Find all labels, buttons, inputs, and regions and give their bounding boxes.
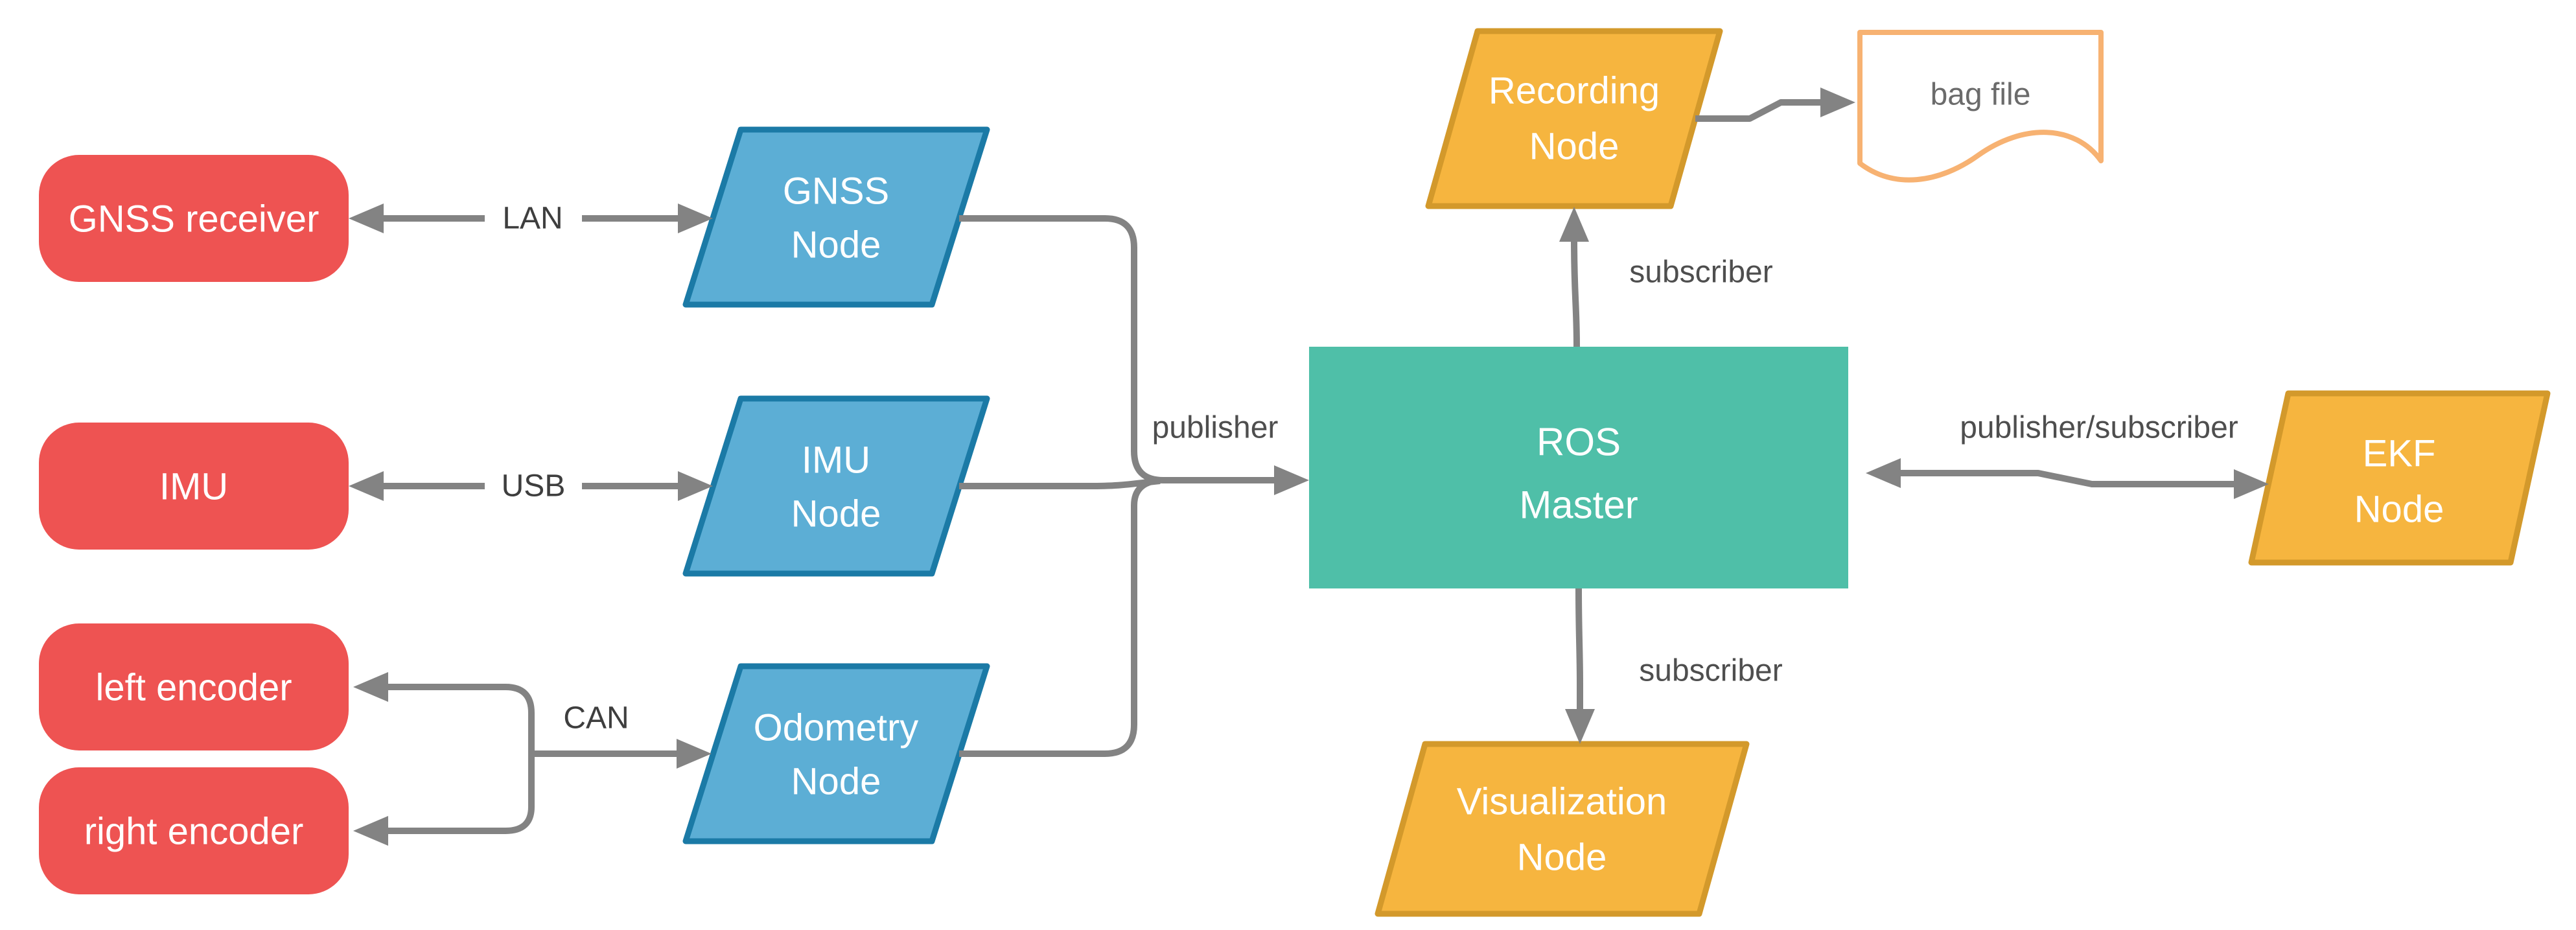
connector-publisher-subscriber: publisher/subscriber <box>1866 411 2269 499</box>
bag-file-shape <box>1857 30 2104 183</box>
ekf-node-label-line2: Node <box>2354 489 2444 531</box>
lan-label-bg <box>485 194 582 242</box>
imu-node-label-line2: Node <box>791 493 881 535</box>
gnss-node-label-line1: GNSS <box>783 170 889 213</box>
ros-master-label-line1: ROS <box>1537 421 1621 464</box>
ros-master-shape <box>1309 347 1848 588</box>
recording-node-label-line1: Recording <box>1489 70 1660 112</box>
node-ekf-node: EKF Node <box>2248 390 2551 566</box>
node-imu-node: IMU Node <box>682 395 990 577</box>
can-branch-right-encoder <box>353 754 535 846</box>
publisher-branch-odometry <box>959 477 1161 757</box>
lan-label: LAN <box>502 202 563 236</box>
connector-subscriber-visualization: subscriber <box>1565 588 1783 744</box>
odometry-node-label-line2: Node <box>791 761 881 803</box>
subscriber-visualization-label: subscriber <box>1639 654 1782 688</box>
odometry-node-shape <box>682 663 990 844</box>
imu-shape <box>39 423 349 550</box>
node-right-encoder: right encoder <box>39 767 349 894</box>
node-imu: IMU <box>39 423 349 550</box>
node-ros-master: ROS Master <box>1309 347 1848 588</box>
right-encoder-label: right encoder <box>84 811 304 853</box>
node-visualization-node: Visualization Node <box>1375 741 1750 917</box>
usb-label: USB <box>502 469 566 504</box>
imu-node-shape <box>682 395 990 577</box>
visualization-node-label-line1: Visualization <box>1457 781 1667 823</box>
can-label: CAN <box>563 701 629 736</box>
subscriber-arrow-visualization <box>1565 588 1595 744</box>
can-branch-left-encoder <box>353 672 535 754</box>
gnss-node-shape <box>682 126 990 308</box>
publisher-trunk-gnss <box>959 215 1309 495</box>
connector-can: CAN <box>353 672 712 846</box>
bag-file-label: bag file <box>1931 78 2031 112</box>
node-odometry-node: Odometry Node <box>682 663 990 844</box>
subscriber-recording-label: subscriber <box>1629 255 1772 290</box>
connector-usb: USB <box>349 462 713 510</box>
connector-recording-to-bag <box>1695 87 1855 122</box>
imu-node-label-line1: IMU <box>802 439 870 482</box>
connector-subscriber-recording: subscriber <box>1559 207 1773 347</box>
usb-label-bg <box>485 462 582 510</box>
node-gnss-receiver: GNSS receiver <box>39 155 349 282</box>
left-encoder-label: left encoder <box>95 667 292 709</box>
visualization-node-label-line2: Node <box>1517 837 1607 879</box>
node-left-encoder: left encoder <box>39 623 349 750</box>
gnss-node-label-line2: Node <box>791 224 881 266</box>
gnss-receiver-label: GNSS receiver <box>69 198 319 240</box>
connector-publisher: publisher <box>959 215 1309 757</box>
publisher-label: publisher <box>1152 411 1279 445</box>
recording-to-bag-arrow <box>1695 87 1855 122</box>
publisher-branch-imu <box>959 478 1161 489</box>
publisher-subscriber-label: publisher/subscriber <box>1960 411 2238 445</box>
publisher-subscriber-arrow <box>1866 458 2269 499</box>
ekf-node-shape <box>2248 390 2551 566</box>
recording-node-label-line2: Node <box>1529 126 1619 168</box>
gnss-receiver-shape <box>39 155 349 282</box>
left-encoder-shape <box>39 623 349 750</box>
node-bag-file: bag file <box>1857 30 2104 183</box>
right-encoder-shape <box>39 767 349 894</box>
node-gnss-node: GNSS Node <box>682 126 990 308</box>
subscriber-arrow-recording <box>1559 207 1590 347</box>
connector-lan: LAN <box>349 194 713 242</box>
visualization-node-shape <box>1375 741 1750 917</box>
ekf-node-label-line1: EKF <box>2363 433 2436 475</box>
node-recording-node: Recording Node <box>1425 28 1723 209</box>
ros-master-label-line2: Master <box>1519 483 1638 527</box>
recording-node-shape <box>1425 28 1723 209</box>
imu-label: IMU <box>159 466 228 508</box>
odometry-node-label-line1: Odometry <box>754 707 919 749</box>
